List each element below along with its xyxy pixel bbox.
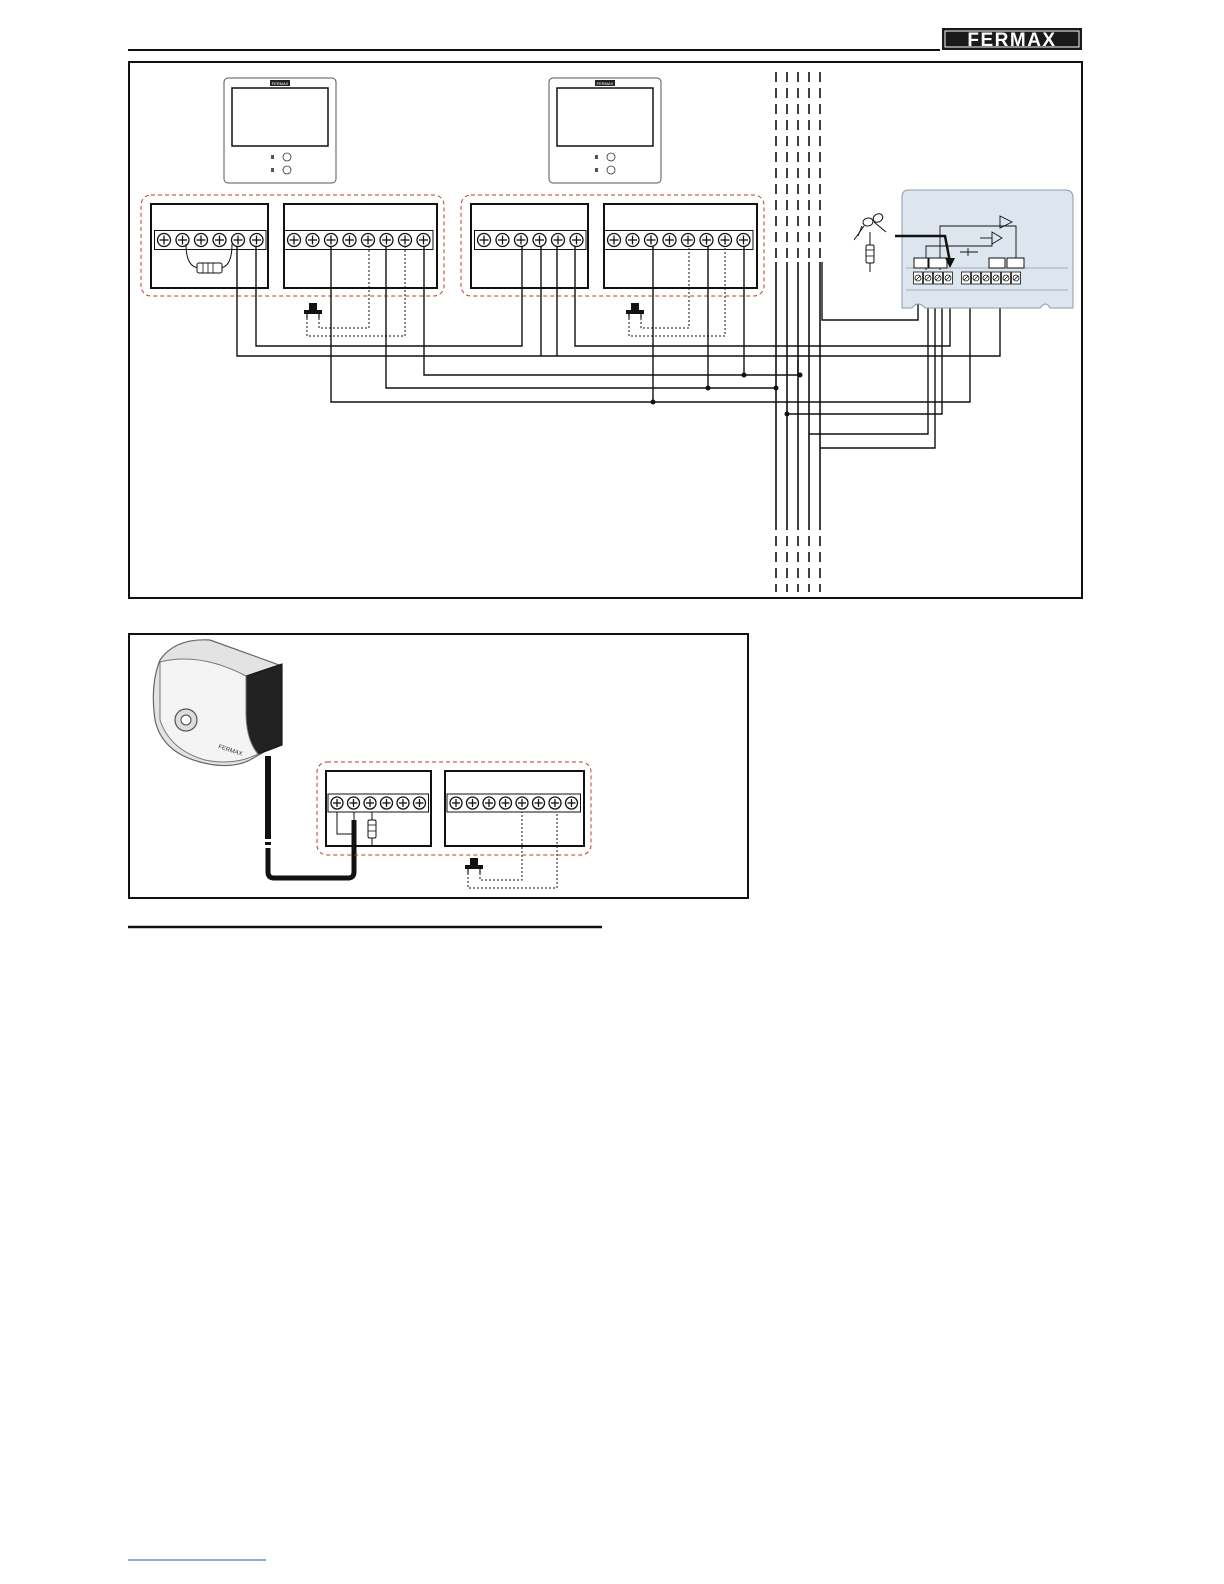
monitor-1-strip-b — [285, 231, 434, 250]
resistor-to-cut — [866, 232, 874, 272]
camera-strip-a — [328, 794, 429, 812]
riser-cable — [776, 72, 820, 592]
monitor-1-bell-icon — [271, 168, 274, 172]
wire-junctions — [651, 373, 803, 417]
monitor-2: FERMAX — [549, 78, 661, 183]
monitor-2-key-icon — [595, 155, 598, 159]
monitor-1-strip-a — [155, 231, 267, 250]
monitor-1-brand: FERMAX — [272, 81, 289, 86]
end-of-line-resistor-camera — [368, 820, 376, 838]
monitor-2-strip-a — [475, 231, 587, 250]
monitor-1: FERMAX — [224, 78, 336, 183]
brand-logo-text: FERMAX — [967, 30, 1056, 51]
monitor-2-screen — [557, 88, 653, 146]
door-panel-terminal-strip — [914, 272, 1021, 284]
monitor-2-brand: FERMAX — [597, 81, 614, 86]
fermax-logo: FERMAX — [942, 28, 1082, 51]
camera-unit: FERMAX — [153, 640, 354, 878]
monitor-1-screen — [232, 88, 328, 146]
door-panel-distributor — [895, 190, 1073, 308]
header: FERMAX — [128, 28, 1082, 51]
monitor-1-key-icon — [271, 155, 274, 159]
monitor-2-strip-b — [605, 231, 754, 250]
monitor-2-bell-icon — [595, 168, 598, 172]
camera-strip-b — [447, 794, 581, 812]
